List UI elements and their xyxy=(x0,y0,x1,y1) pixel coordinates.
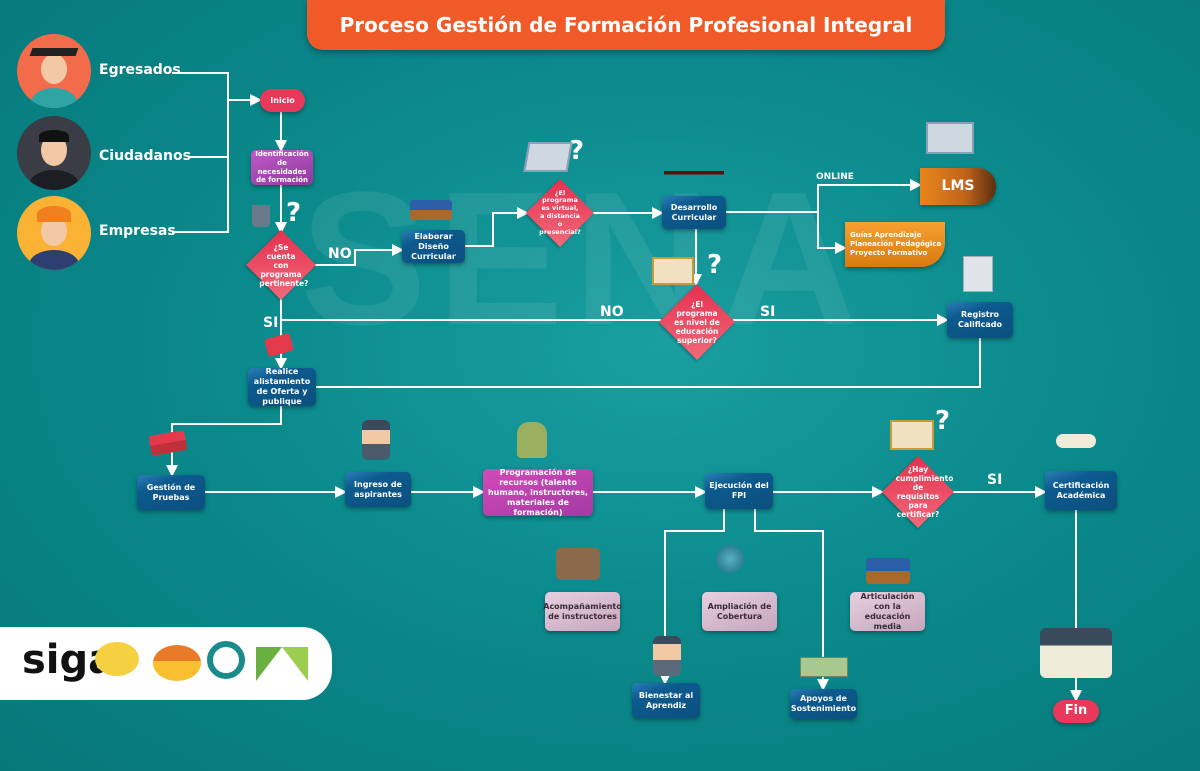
decision-educacion-superior: ¿El programa es nivel de educación super… xyxy=(659,284,735,360)
support-apoyos: Apoyos de Sostenimiento xyxy=(790,689,857,719)
helmet-icon xyxy=(153,645,201,681)
guias-aprendizaje: Guías Aprendizaje xyxy=(850,231,922,240)
graduate-student-icon xyxy=(362,420,390,460)
laptop-icon xyxy=(523,142,573,172)
magnifier-icon xyxy=(207,641,245,679)
money-icon xyxy=(800,657,848,677)
siga-logo-panel: siga xyxy=(0,627,332,700)
question-mark-icon: ? xyxy=(569,136,585,166)
support-acompanamiento: Acompañamiento de instructores xyxy=(543,592,622,631)
pencil-cup-icon xyxy=(252,205,270,227)
diploma-icon xyxy=(890,420,934,450)
decision-virtual: ¿El programa es virtual, a distancia o p… xyxy=(526,179,594,247)
lms-label: LMS xyxy=(941,177,975,194)
question-mark-icon: ? xyxy=(286,198,302,228)
process-realice-alistamiento: Realice alistamiento de Oferta y publiqu… xyxy=(248,367,316,406)
avatar-empresas xyxy=(17,196,91,270)
decision-programa-pertinente: ¿Se cuenta con programa pertinente? xyxy=(246,230,316,300)
globe-icon xyxy=(716,545,744,573)
process-registro-calificado: Registro Calificado xyxy=(947,302,1013,338)
planeacion-pedagogica: Planeación Pedagógica xyxy=(850,240,942,249)
question-mark-icon: ? xyxy=(935,406,951,436)
avatar-egresados xyxy=(17,34,91,108)
label-si-cumplimiento: SI xyxy=(987,472,1003,488)
label-online: ONLINE xyxy=(816,172,854,182)
books-icon xyxy=(410,200,452,220)
label-si-superior: SI xyxy=(760,304,776,320)
diploma-icon xyxy=(652,257,694,285)
process-ejecucion-fpi: Ejecución del FPI xyxy=(705,473,773,509)
diploma-scroll-icon xyxy=(1056,434,1096,448)
decision-cumplimiento: ¿Hay cumplimiento de requisitos para cer… xyxy=(882,456,954,528)
label-no-superior: NO xyxy=(600,304,624,320)
process-certificacion: Certificación Académica xyxy=(1045,471,1117,510)
process-desarrollo-curricular: Desarrollo Curricular xyxy=(662,196,726,229)
support-articulacion: Articulación con la educación media xyxy=(850,592,925,631)
document-search-icon xyxy=(963,256,993,292)
process-identificacion: Identificación de necesidades de formaci… xyxy=(251,150,313,185)
page-title: Proceso Gestión de Formación Profesional… xyxy=(307,0,945,50)
label-no-pertinente: NO xyxy=(328,246,352,262)
question-mark-icon: ? xyxy=(707,250,723,280)
origami-bird-icon xyxy=(256,647,308,681)
backpack-icon xyxy=(517,422,547,458)
actor-ciudadanos: Ciudadanos xyxy=(99,148,191,164)
actor-empresas: Empresas xyxy=(99,223,176,239)
actor-egresados: Egresados xyxy=(99,62,181,78)
label-si-pertinente: SI xyxy=(263,315,279,331)
lms-node: LMS xyxy=(920,168,996,205)
graduate-icon xyxy=(653,636,681,676)
process-programacion-recursos: Programación de recursos (talento humano… xyxy=(483,468,593,517)
support-ampliacion: Ampliación de Cobertura xyxy=(702,592,777,631)
books-apple-icon xyxy=(866,558,910,584)
medal-icon xyxy=(95,642,139,676)
support-bienestar: Bienestar al Aprendiz xyxy=(632,683,700,718)
end-node: Fin xyxy=(1053,700,1099,723)
process-elaborar-diseno: Elaborar Diseño Curricular xyxy=(402,230,465,263)
proyecto-formativo: Proyecto Formativo xyxy=(850,248,928,257)
briefcase-icon xyxy=(556,548,600,580)
avatar-ciudadanos xyxy=(17,116,91,190)
process-gestion-pruebas: Gestión de Pruebas xyxy=(137,475,205,510)
graduation-cap-icon xyxy=(1040,628,1112,678)
scientists-icon xyxy=(664,142,724,190)
sena-watermark: SENA xyxy=(300,153,868,365)
wifi-laptop-icon xyxy=(926,122,974,154)
start-node: Inicio xyxy=(260,89,305,112)
process-ingreso-aspirantes: Ingreso de aspirantes xyxy=(345,472,411,507)
